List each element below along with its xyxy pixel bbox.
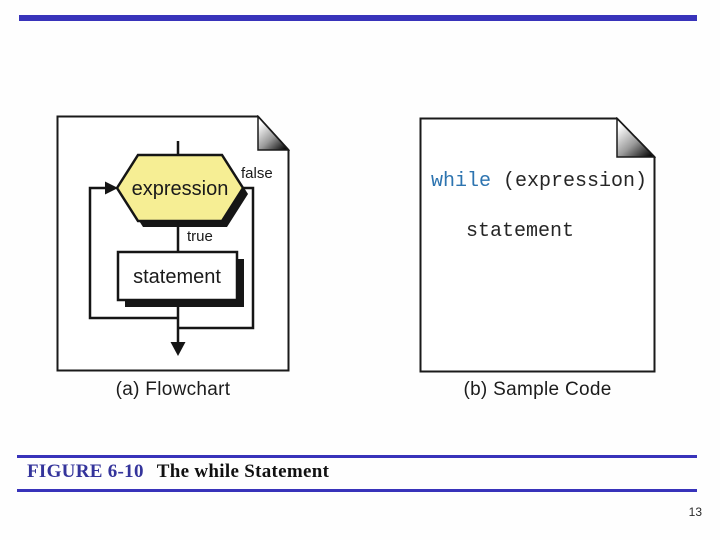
flowchart-caption: (a) Flowchart bbox=[115, 379, 231, 400]
code-line-statement: statement bbox=[466, 220, 575, 243]
figure-label: FIGURE 6-10 bbox=[27, 461, 144, 482]
top-accent-bar bbox=[19, 15, 697, 21]
code-caption: (b) Sample Code bbox=[463, 379, 612, 400]
loop-arrowhead-icon bbox=[105, 181, 118, 195]
code-line-while: while (expression) bbox=[431, 170, 647, 193]
loop-back-line bbox=[88, 186, 178, 320]
figure-title: The while Statement bbox=[156, 461, 330, 482]
page-number: 13 bbox=[688, 505, 702, 519]
code-expression: (expression) bbox=[491, 170, 648, 193]
flowchart-svg: expression false true statement bbox=[56, 115, 290, 372]
code-panel-svg bbox=[419, 117, 656, 373]
figure-caption: FIGURE 6-10 The while Statement bbox=[27, 461, 329, 483]
code-document-panel: while (expression) statement bbox=[419, 117, 656, 373]
false-path-line bbox=[178, 186, 255, 330]
statement-box bbox=[116, 250, 239, 302]
statement-box-label: statement bbox=[133, 266, 221, 288]
hexagon-label: expression bbox=[132, 178, 229, 200]
false-label: false bbox=[241, 165, 273, 182]
expression-hexagon bbox=[115, 153, 245, 223]
code-keyword: while bbox=[431, 170, 492, 193]
folded-corner-icon bbox=[616, 117, 656, 158]
document-outline bbox=[419, 117, 656, 373]
exit-arrowhead-icon bbox=[170, 342, 186, 356]
folded-corner-icon bbox=[257, 115, 290, 151]
caption-rule-top bbox=[17, 455, 697, 458]
caption-rule-bottom bbox=[17, 489, 697, 492]
true-label: true bbox=[187, 228, 213, 245]
flowchart-document-panel: expression false true statement bbox=[56, 115, 290, 372]
